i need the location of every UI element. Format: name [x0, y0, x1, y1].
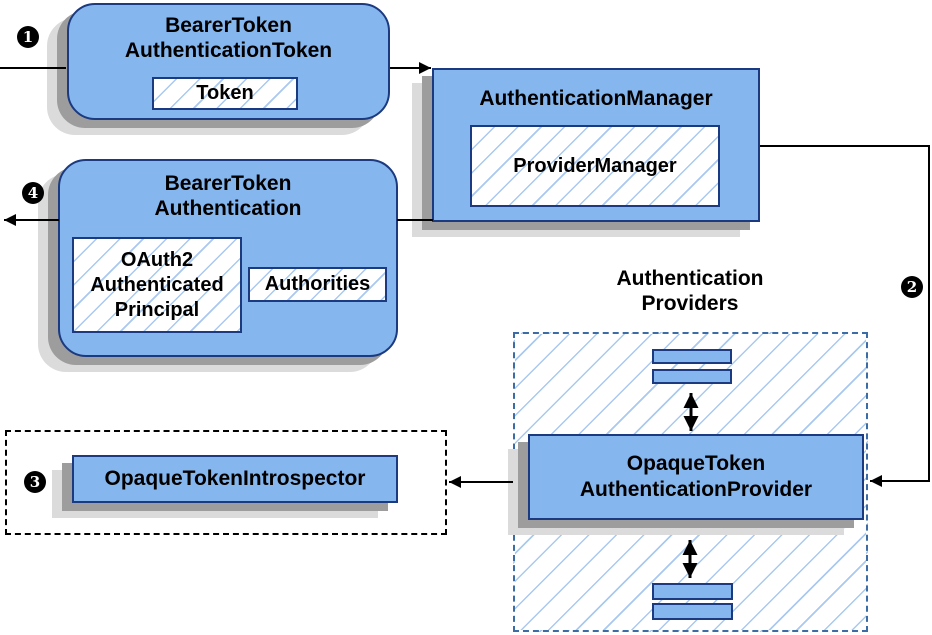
- node-opaque-token-introspector: OpaqueTokenIntrospector: [72, 455, 398, 503]
- node-opaque-token-authentication-provider: OpaqueToken AuthenticationProvider: [528, 434, 864, 520]
- authorities-box: Authorities: [248, 267, 387, 302]
- provider-manager-box: ProviderManager: [470, 125, 720, 207]
- provider-placeholder-bar: [652, 369, 732, 384]
- node-title: AuthenticationManager: [479, 87, 713, 110]
- step-1-badge: 1: [17, 26, 39, 48]
- step-4-badge: 4: [22, 182, 44, 204]
- node-title: BearerToken AuthenticationToken: [124, 14, 333, 62]
- node-title: BearerToken Authentication: [154, 172, 302, 220]
- authentication-providers-label: Authentication Providers: [616, 267, 764, 315]
- provider-placeholder-bar: [652, 583, 733, 600]
- node-title: OpaqueTokenIntrospector: [104, 467, 366, 490]
- oauth2-authenticated-principal-box: OAuth2 Authenticated Principal: [72, 237, 242, 333]
- node-authentication-manager: AuthenticationManager ProviderManager: [432, 68, 760, 222]
- token-box: Token: [152, 77, 298, 110]
- provider-placeholder-bar: [652, 349, 732, 364]
- node-title: OpaqueToken AuthenticationProvider: [579, 452, 813, 501]
- node-bearer-token-authentication-token: BearerToken AuthenticationToken Token: [67, 3, 390, 120]
- step-3-badge: 3: [24, 471, 46, 493]
- provider-placeholder-bar: [652, 603, 733, 620]
- step-2-badge: 2: [901, 276, 923, 298]
- node-bearer-token-authentication: BearerToken Authentication OAuth2 Authen…: [58, 159, 398, 357]
- opaque-token-introspector-group: [5, 430, 447, 535]
